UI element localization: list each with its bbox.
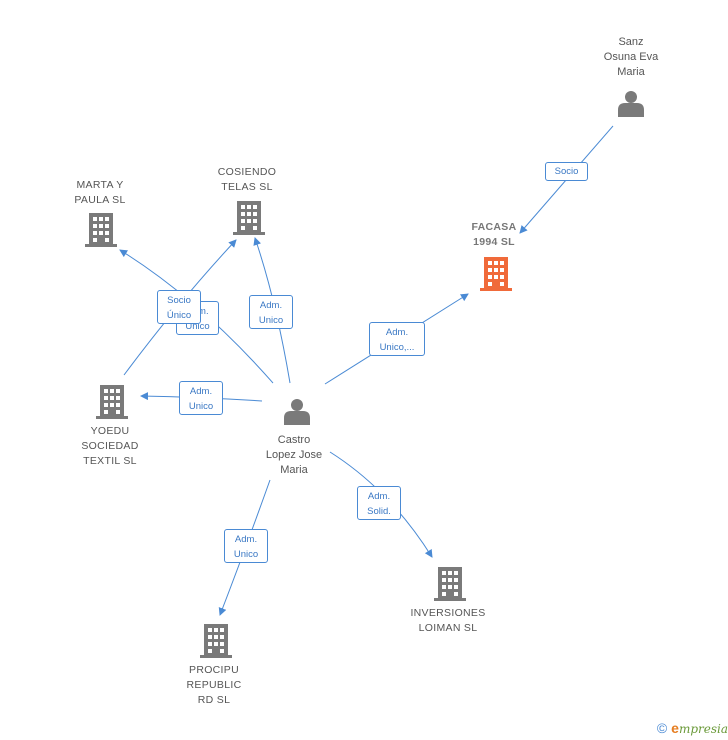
person-icon-castro (284, 399, 310, 425)
brand-logo-e: e (671, 720, 679, 736)
node-label-cosiendo[interactable]: COSIENDO TELAS SL (217, 166, 277, 193)
building-icon-marta (85, 213, 117, 247)
empresia-watermark: ©empresia (657, 720, 728, 736)
edge-label-socio-unico: Socio Único (157, 290, 201, 324)
building-icon-procipu (200, 624, 232, 658)
person-icon-sanz (618, 91, 644, 117)
copyright-symbol: © (656, 720, 668, 736)
node-label-yoedu[interactable]: YOEDU SOCIEDAD TEXTIL SL (81, 425, 139, 467)
node-label-facasa[interactable]: FACASA 1994 SL (471, 221, 517, 248)
edge-label-adm-unico-facasa: Adm. Unico,... (369, 322, 425, 356)
building-icon-inversiones (434, 567, 466, 601)
node-label-inversiones[interactable]: INVERSIONES LOIMAN SL (410, 607, 486, 634)
building-icon-facasa (480, 257, 512, 291)
building-icon-cosiendo (233, 201, 265, 235)
edge-label-adm-unico-procipu: Adm. Unico (224, 529, 268, 563)
node-label-sanz[interactable]: Sanz Osuna Eva Maria (603, 36, 659, 78)
edge-label-adm-unico-yoedu: Adm. Unico (179, 381, 223, 415)
edge-label-adm-unico-cosiendo: Adm. Unico (249, 295, 293, 329)
brand-logo-text: mpresia (678, 722, 728, 736)
node-label-procipu[interactable]: PROCIPU REPUBLIC RD SL (186, 664, 242, 706)
node-label-castro[interactable]: Castro Lopez Jose Maria (265, 434, 323, 476)
edge-label-socio-sanz: Socio (545, 162, 588, 181)
edge-label-adm-solid: Adm. Solid. (357, 486, 401, 520)
building-icon-yoedu (96, 385, 128, 419)
node-label-marta[interactable]: MARTA Y PAULA SL (74, 179, 126, 206)
